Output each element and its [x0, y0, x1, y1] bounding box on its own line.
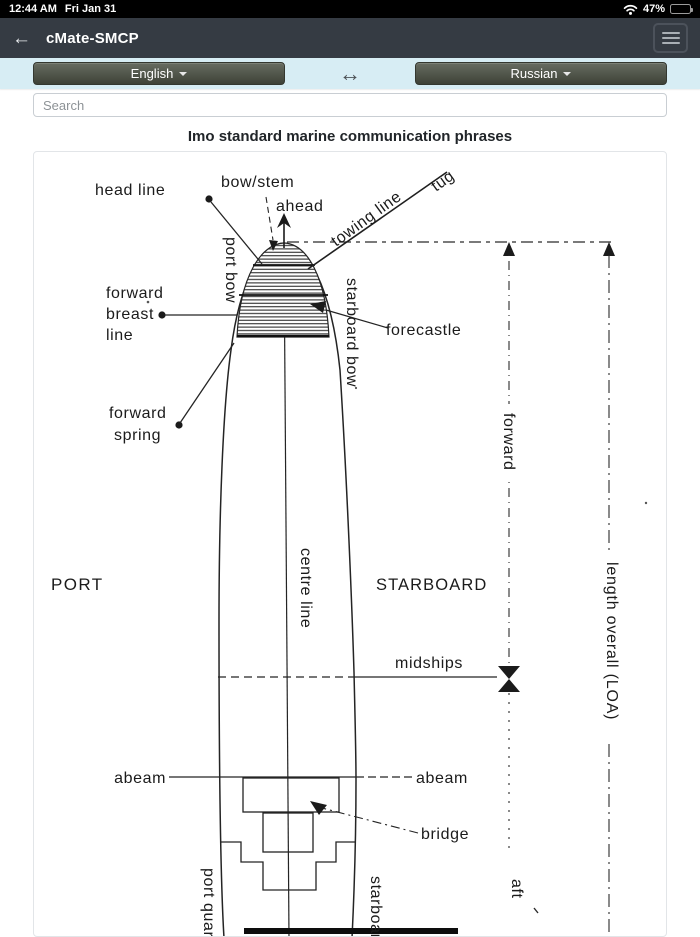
ship-hull-outline [218, 242, 357, 936]
length-overall-dimension-line [603, 242, 615, 936]
clock-time: 12:44 AM [9, 3, 57, 15]
source-language-label: English [130, 66, 174, 81]
status-bar: 12:44 AM Fri Jan 31 47% [0, 0, 700, 18]
label-port-quarter: port quarter [200, 868, 217, 937]
mooring-line-leaders [158, 195, 263, 429]
dropdown-caret-icon [563, 72, 572, 76]
app-title: cMate-SMCP [46, 29, 139, 47]
label-abeam-right: abeam [416, 770, 468, 787]
label-towing-line: towing line [328, 188, 404, 250]
label-forecastle: forecastle [386, 322, 461, 339]
label-forward-breast-2: breast [106, 306, 154, 323]
label-bridge: bridge [421, 826, 469, 843]
diagram-card[interactable]: head line bow/stem ahead tug towing line… [33, 151, 667, 937]
hamburger-icon [661, 32, 680, 34]
scan-specks [146, 300, 648, 505]
language-bar: English ↔ Russian [0, 58, 700, 89]
label-forward-spring-2: spring [114, 427, 161, 444]
menu-button[interactable] [653, 23, 688, 53]
label-abeam-left: abeam [114, 770, 166, 787]
bow-stem-leader [265, 196, 278, 251]
label-port-side: PORT [51, 575, 104, 594]
wifi-icon [623, 4, 638, 15]
label-starboard-quarter: starboard quarter [367, 876, 384, 937]
label-centre-line: centre line [297, 548, 314, 628]
back-button[interactable]: ← [12, 27, 31, 49]
page-title: Imo standard marine communication phrase… [187, 128, 513, 145]
ahead-arrow [277, 213, 291, 248]
towing-line [307, 171, 448, 270]
label-tug: tug [428, 167, 457, 195]
battery-icon [670, 4, 693, 14]
target-language-label: Russian [510, 66, 558, 81]
label-starboard-bow: starboard bow [343, 278, 360, 387]
clock-date: Fri Jan 31 [64, 3, 117, 15]
swap-languages-icon[interactable]: ↔ [339, 60, 361, 86]
label-forward-breast-1: forward [106, 285, 164, 302]
label-port-bow: port bow [222, 237, 239, 303]
search-row [0, 89, 700, 117]
forecastle-leader [310, 301, 389, 329]
label-forward-breast-3: line [106, 327, 133, 344]
label-length-overall: length overall (LOA) [603, 562, 620, 720]
search-input[interactable] [33, 93, 667, 117]
forecastle-hatched-area [236, 242, 330, 338]
centre-line [283, 247, 290, 936]
label-midships: midships [395, 655, 463, 672]
ship-diagram: head line bow/stem ahead tug towing line… [51, 167, 648, 937]
forward-aft-dimension-line [498, 242, 539, 914]
label-forward-dim: forward [500, 413, 517, 471]
label-forward-spring-1: forward [109, 405, 167, 422]
dropdown-caret-icon [179, 72, 188, 76]
nav-bar: ← cMate-SMCP [0, 18, 700, 58]
label-ahead: ahead [276, 198, 324, 215]
source-language-button[interactable]: English [33, 62, 285, 85]
bridge-structure [221, 777, 356, 891]
label-bow-stem: bow/stem [221, 174, 294, 191]
battery-percent: 47% [642, 3, 665, 15]
label-aft-dim: aft [508, 879, 525, 899]
label-head-line: head line [95, 182, 165, 199]
target-language-button[interactable]: Russian [415, 62, 667, 85]
label-starboard-side: STARBOARD [376, 576, 487, 594]
stern-bar [244, 928, 458, 934]
bridge-leader-line [310, 801, 419, 834]
